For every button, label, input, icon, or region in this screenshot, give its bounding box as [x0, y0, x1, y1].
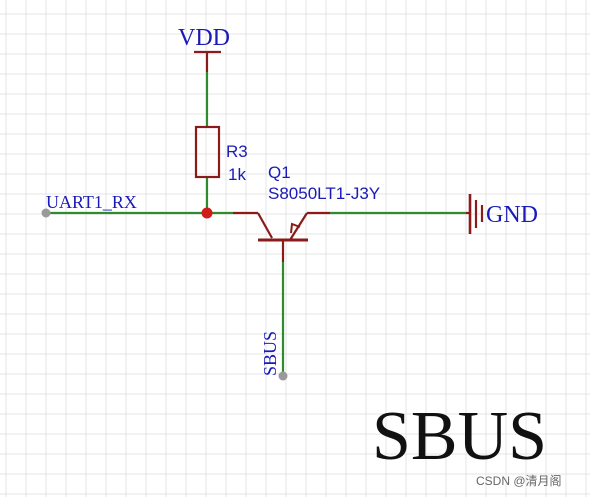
- q1-part-number: S8050LT1-J3Y: [268, 184, 380, 203]
- vdd-label: VDD: [178, 25, 230, 51]
- sbus-pin-end: [278, 371, 288, 381]
- wires: [46, 72, 466, 376]
- q1-emitter-arrow: [290, 222, 301, 234]
- vdd-power-port: [194, 50, 221, 72]
- csdn-watermark: CSDN @清月阁: [476, 474, 562, 488]
- junction-dot: [201, 207, 213, 219]
- resistor-r3: [194, 125, 221, 179]
- r3-value: 1k: [228, 165, 246, 184]
- uart-net-label: UART1_RX: [46, 192, 137, 212]
- gnd-label: GND: [486, 202, 538, 228]
- sbus-net-label: SBUS: [260, 331, 280, 376]
- r3-designator: R3: [226, 142, 248, 161]
- q1-designator: Q1: [268, 163, 291, 182]
- sbus-title: SBUS: [372, 398, 547, 475]
- uart-pin-end: [41, 208, 51, 218]
- q1-base-to-bar: [257, 212, 273, 239]
- transistor-q1: [233, 211, 330, 262]
- gnd-power-port: [466, 194, 484, 234]
